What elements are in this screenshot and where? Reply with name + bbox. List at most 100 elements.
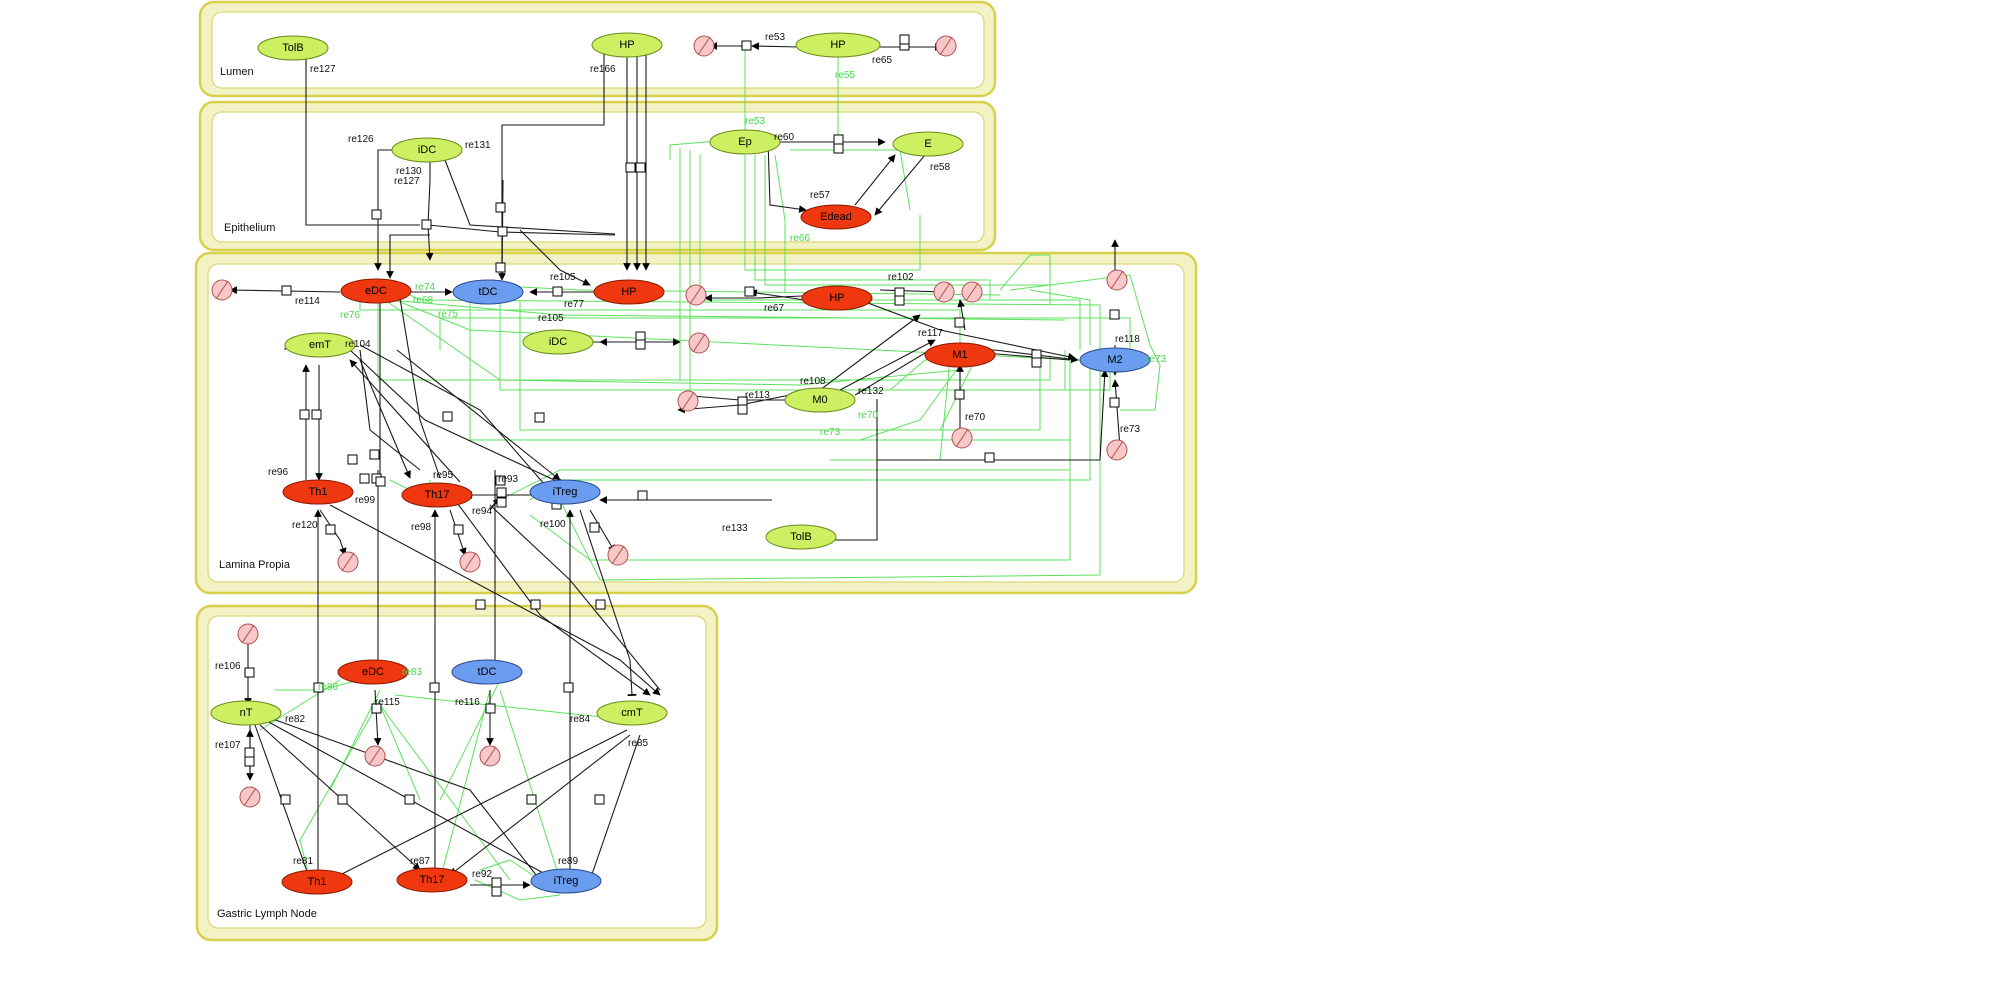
sink-icon (1106, 439, 1128, 461)
modifier-label: re66 (790, 233, 810, 244)
compartment-epithelium: Epithelium (198, 100, 997, 252)
species-hp-lumen-1[interactable]: HP (591, 32, 663, 58)
modifier-label: re74 (415, 282, 435, 293)
compartment-label: Gastric Lymph Node (217, 908, 317, 920)
species-nt[interactable]: nT (210, 700, 282, 726)
reaction-label: re127 (394, 176, 420, 187)
species-edc-gln[interactable]: eDC (337, 659, 409, 685)
reaction-labels: re127 re166 re53 re65 re126 re131 re130 … (215, 32, 1140, 880)
species-e[interactable]: E (892, 131, 964, 157)
svg-text:iDC: iDC (549, 336, 567, 348)
svg-text:Th17: Th17 (419, 874, 444, 886)
reaction-label: re114 (295, 296, 320, 307)
sink-icon (935, 35, 957, 57)
species-th1-gln[interactable]: Th1 (281, 869, 353, 895)
reaction-label: re117 (918, 328, 943, 339)
reaction-label: re58 (930, 162, 950, 173)
sink-icon (337, 551, 359, 573)
svg-text:Th17: Th17 (424, 489, 449, 501)
reaction-label: re85 (628, 738, 648, 749)
svg-text:M1: M1 (952, 349, 967, 361)
species-nodes: TolB HP HP iDC Ep E Edead eDC (210, 32, 1151, 895)
species-th17-lp[interactable]: Th17 (401, 482, 473, 508)
reaction-label: re133 (722, 523, 748, 534)
reaction-label: re82 (285, 714, 305, 725)
svg-text:HP: HP (619, 39, 634, 51)
modifier-label: re68 (413, 295, 433, 306)
svg-text:HP: HP (621, 286, 636, 298)
species-m1[interactable]: M1 (924, 342, 996, 368)
species-hp-lp-1[interactable]: HP (593, 279, 665, 305)
species-tolb-lp[interactable]: TolB (765, 524, 837, 550)
reaction-label: re73 (1120, 424, 1140, 435)
reaction-label: re105 (538, 313, 564, 324)
sink-icon (685, 284, 707, 306)
sink-icon (933, 281, 955, 303)
species-tdc-gln[interactable]: tDC (451, 659, 523, 685)
svg-text:HP: HP (830, 39, 845, 51)
reaction-label: re102 (888, 272, 914, 283)
species-ep[interactable]: Ep (709, 129, 781, 155)
modifier-labels: re55 re53 re66 re74 re68 re75 re76 re70 … (318, 70, 1166, 693)
svg-text:Th1: Th1 (309, 486, 328, 498)
species-idc-epithelium[interactable]: iDC (391, 137, 463, 163)
species-th17-gln[interactable]: Th17 (396, 867, 468, 893)
modifier-label: re76 (340, 310, 360, 321)
reaction-label: re116 (455, 697, 480, 708)
species-idc-lp[interactable]: iDC (522, 329, 594, 355)
modifier-label: re75 (438, 309, 458, 320)
reaction-label: re100 (540, 519, 566, 530)
reaction-label: re131 (465, 140, 491, 151)
sink-icon (677, 390, 699, 412)
svg-text:tDC: tDC (479, 286, 498, 298)
svg-text:E: E (924, 138, 931, 150)
modifier-label: re70 (858, 410, 878, 421)
svg-text:Ep: Ep (738, 136, 751, 148)
svg-text:emT: emT (309, 339, 331, 351)
reaction-label: re105 (550, 272, 576, 283)
reaction-label: re70 (965, 412, 985, 423)
svg-text:iTreg: iTreg (554, 875, 579, 887)
svg-text:tDC: tDC (478, 666, 497, 678)
species-itreg-lp[interactable]: iTreg (529, 479, 601, 505)
svg-text:iTreg: iTreg (553, 486, 578, 498)
reaction-label: re118 (1115, 334, 1140, 345)
degradation-symbols (211, 35, 1128, 808)
reaction-label: re89 (558, 856, 578, 867)
reaction-label: re104 (345, 339, 371, 350)
modifier-label: re73 (1146, 354, 1166, 365)
reaction-label: re126 (348, 134, 374, 145)
reaction-label: re113 (745, 390, 770, 401)
reaction-label: re99 (355, 495, 375, 506)
species-m2[interactable]: M2 (1079, 347, 1151, 373)
sink-icon (237, 623, 259, 645)
reaction-label: re98 (411, 522, 431, 533)
reaction-label: re87 (410, 856, 430, 867)
sink-icon (459, 551, 481, 573)
sink-icon (693, 35, 715, 57)
svg-text:eDC: eDC (365, 285, 387, 297)
svg-text:M2: M2 (1107, 354, 1122, 366)
sink-icon (239, 786, 261, 808)
species-edead[interactable]: Edead (800, 204, 872, 230)
reaction-label: re93 (498, 474, 518, 485)
reaction-label: re95 (433, 470, 453, 481)
reaction-label: re81 (293, 856, 313, 867)
species-edc-lp[interactable]: eDC (340, 278, 412, 304)
sink-icon (688, 332, 710, 354)
species-hp-lp-2[interactable]: HP (801, 285, 873, 311)
svg-text:iDC: iDC (418, 144, 436, 156)
species-emt[interactable]: emT (284, 332, 356, 358)
modifier-edges (259, 47, 1161, 901)
species-hp-lumen-2[interactable]: HP (795, 32, 881, 58)
species-cmt[interactable]: cmT (596, 700, 668, 726)
sink-icon (951, 427, 973, 449)
species-tolb-lumen[interactable]: TolB (257, 35, 329, 61)
svg-text:cmT: cmT (621, 707, 643, 719)
reaction-label: re106 (215, 661, 241, 672)
species-m0[interactable]: M0 (784, 387, 856, 413)
species-tdc-lp[interactable]: tDC (452, 279, 524, 305)
reaction-label: re166 (590, 64, 616, 75)
species-th1-lp[interactable]: Th1 (282, 479, 354, 505)
species-itreg-gln[interactable]: iTreg (530, 868, 602, 894)
